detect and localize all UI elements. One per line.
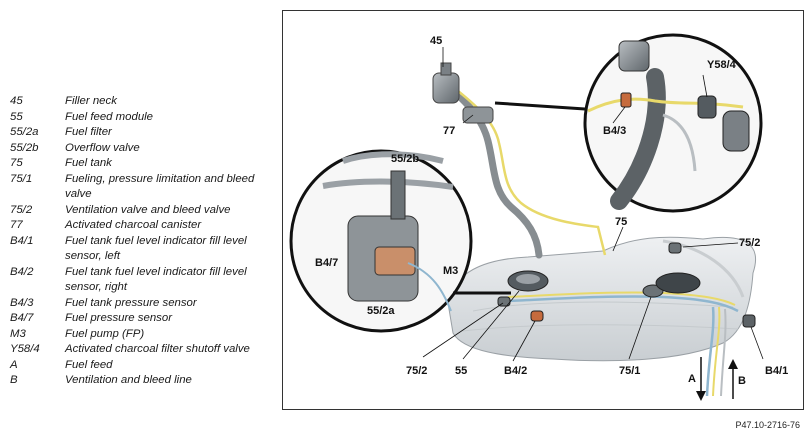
diagram-artwork (289, 33, 764, 401)
legend-code: 45 (10, 95, 23, 107)
figure-id: P47.10-2716-76 (735, 420, 800, 430)
legend-description: Ventilation and bleed line (65, 374, 192, 386)
callout-b4-7: B4/7 (315, 257, 339, 269)
callout-b4-1: B4/1 (765, 365, 789, 377)
legend-code: 55 (10, 110, 23, 123)
legend-description: Fuel tank (65, 157, 112, 169)
callout-a: A (688, 373, 696, 385)
legend-row: M3 Fuel pump (FP) (10, 327, 278, 343)
legend-description: Overflow valve (65, 141, 140, 154)
valve-75-2-right (668, 242, 682, 254)
callout-77: 77 (443, 125, 456, 137)
legend-row: B4/2 Fuel tank fuel level indicator fill … (10, 265, 278, 296)
callout-75-1: 75/1 (619, 365, 641, 377)
legend-row: A Fuel feed (10, 358, 278, 374)
legend-code: B4/1 (10, 234, 34, 247)
callout-b4-2: B4/2 (504, 365, 528, 377)
callout-75-2-left: 75/2 (406, 365, 428, 377)
callout-55-2b: 55/2b (391, 153, 420, 165)
legend-code: M3 (10, 327, 26, 340)
legend-row: 75 Fuel tank (10, 156, 278, 172)
valve-75-1 (642, 284, 664, 298)
arrow-a-icon (696, 391, 706, 401)
legend-description: Fuel feed (65, 358, 113, 371)
legend-description: Fuel filter (65, 126, 112, 138)
callout-45: 45 (430, 35, 443, 47)
callout-75-2-right: 75/2 (739, 237, 761, 249)
legend-description: Filler neck (65, 95, 117, 107)
legend-code: A (10, 358, 18, 371)
legend-description: Fuel tank pressure sensor (65, 296, 197, 309)
legend-description: Activated charcoal filter shutoff valve (65, 343, 250, 355)
legend-description: Fuel feed module (65, 110, 154, 123)
tank-flange-right (655, 272, 701, 294)
filler-cap (432, 72, 460, 104)
legend-code: 75/1 (10, 172, 33, 185)
callout-b4-3: B4/3 (603, 125, 627, 137)
legend-row: 55/2b Overflow valve (10, 141, 278, 157)
fuel-tank (447, 236, 756, 362)
legend-row: Y58/4 Activated charcoal filter shutoff v… (10, 342, 278, 358)
legend-code: 75 (10, 157, 23, 169)
legend-row: 55 Fuel feed module (10, 110, 278, 126)
legend-description: Activated charcoal canister (65, 219, 202, 231)
legend-row: 77 Activated charcoal canister (10, 218, 278, 234)
sensor-b4-1 (742, 314, 756, 328)
callout-55-2a: 55/2a (367, 305, 395, 317)
legend-row: 75/2 Ventilation valve and bleed valve (10, 203, 278, 219)
legend-description: Fueling, pressure limitation and bleed v… (65, 172, 255, 201)
callout-b: B (738, 375, 746, 387)
callout-m3: M3 (443, 265, 459, 277)
legend-code: Y58/4 (10, 343, 40, 355)
legend-code: B4/3 (10, 296, 34, 309)
legend-row: B Ventilation and bleed line (10, 373, 278, 389)
legend-row: 55/2a Fuel filter (10, 125, 278, 141)
charcoal-canister (462, 106, 494, 124)
legend-code: B4/2 (10, 265, 34, 278)
legend-code: B (10, 374, 18, 386)
legend-code: 77 (10, 219, 23, 231)
arrow-b-icon (728, 359, 738, 369)
fuel-system-diagram: 45 77 55/2b 75 75/2 B4/7 M3 55/2a 75/2 5… (282, 10, 804, 410)
legend-row: B4/7 Fuel pressure sensor (10, 311, 278, 327)
callout-75: 75 (615, 216, 628, 228)
legend-description: Fuel pump (FP) (65, 327, 145, 340)
legend-row: 45 Filler neck (10, 94, 278, 110)
legend-description: Fuel pressure sensor (65, 312, 172, 324)
callout-y58-4: Y58/4 (707, 59, 736, 71)
legend-description: Ventilation valve and bleed valve (65, 203, 231, 216)
legend-row: B4/3 Fuel tank pressure sensor (10, 296, 278, 312)
legend-description: Fuel tank fuel level indicator fill leve… (65, 234, 247, 263)
detail-circle-valve (583, 33, 763, 213)
sensor-b4-2 (530, 310, 544, 322)
legend-code: 55/2b (10, 141, 39, 154)
legend-code: 55/2a (10, 126, 39, 138)
legend-description: Fuel tank fuel level indicator fill leve… (65, 265, 247, 294)
legend-row: 75/1 Fueling, pressure limitation and ble… (10, 172, 278, 203)
legend-row: B4/1 Fuel tank fuel level indicator fill … (10, 234, 278, 265)
legend-code: B4/7 (10, 312, 34, 324)
callout-55: 55 (455, 365, 468, 377)
legend-code: 75/2 (10, 203, 33, 216)
